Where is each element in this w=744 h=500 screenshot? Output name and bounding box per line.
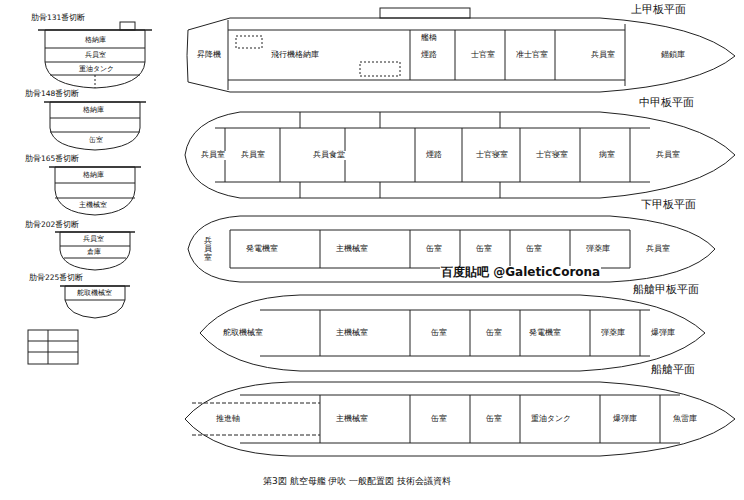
- room-label: 缶室: [430, 415, 448, 424]
- room-label: 舵取機械室: [222, 329, 264, 338]
- room-label: 兵員室: [84, 51, 107, 59]
- section-title: 肋骨202番切断: [24, 221, 80, 230]
- room-label: 倉庫: [86, 248, 102, 256]
- room-label: 飛行機格納庫: [270, 51, 320, 60]
- room-label: 兵員室: [240, 151, 266, 160]
- room-label: 士官寝室: [475, 151, 509, 160]
- room-label: 格納庫: [82, 171, 105, 179]
- room-label: 弾薬庫: [585, 245, 611, 254]
- view-title: 下甲板平面: [640, 199, 697, 212]
- room-label: 煙路: [425, 151, 443, 160]
- room-label: 兵員室: [645, 245, 671, 254]
- view-title: 船艙平面: [650, 364, 696, 377]
- room-label: 病室: [598, 151, 616, 160]
- room-label: 缶室: [88, 136, 104, 144]
- room-label: 格納庫: [84, 36, 107, 44]
- view-title: 上甲板平面: [630, 4, 687, 17]
- room-label: 士官寝室: [535, 151, 569, 160]
- figure-caption: 第3図 航空母艦 伊吹 一般配置図 技術会議資料: [262, 476, 452, 486]
- room-label: 士官室: [470, 51, 496, 60]
- room-label: 主機械室: [335, 245, 369, 254]
- watermark: 百度貼吧 @GaleticCorona: [440, 266, 601, 280]
- middle-deck-plan: [185, 112, 735, 198]
- room-label: 推進軸: [215, 415, 241, 424]
- room-label: 缶室: [430, 329, 448, 338]
- room-label: 格納庫: [82, 106, 105, 114]
- hold-plan: [185, 382, 735, 456]
- room-label: 兵員室: [204, 236, 212, 263]
- room-label: 缶室: [525, 245, 543, 254]
- room-label: 主機械室: [335, 329, 369, 338]
- room-label: 煙路: [420, 51, 438, 60]
- room-label: 缶室: [425, 245, 443, 254]
- room-label: 兵員室: [655, 151, 681, 160]
- section-title: 肋骨131番切断: [30, 14, 86, 23]
- room-label: 重油タンク: [78, 65, 115, 73]
- section-title: 肋骨148番切断: [24, 90, 80, 99]
- section-title: 肋骨225番切断: [28, 274, 84, 283]
- room-label: 錨鎖庫: [660, 51, 686, 60]
- room-label: 発電機室: [245, 245, 279, 254]
- room-label: 爆弾庫: [612, 415, 638, 424]
- section-title: 肋骨165番切断: [24, 155, 80, 164]
- room-label: 缶室: [475, 245, 493, 254]
- room-label: 兵員食堂: [312, 151, 346, 160]
- hold-deck-plan: [200, 295, 705, 371]
- room-label: 発電機室: [528, 329, 562, 338]
- room-label: 艦橋: [420, 34, 438, 43]
- view-title: 中甲板平面: [638, 97, 695, 110]
- cross-sections: [28, 22, 152, 364]
- upper-deck-plan: [187, 8, 735, 92]
- room-label: 缶室: [485, 415, 503, 424]
- room-label: 重油タンク: [530, 415, 572, 424]
- room-label: 兵員室: [200, 151, 226, 160]
- room-label: 昇降機: [196, 51, 222, 60]
- room-label: 主機械室: [335, 415, 369, 424]
- room-label: 主機械室: [78, 201, 108, 209]
- lower-deck-plan: [188, 216, 715, 282]
- room-label: 舵取機械室: [76, 289, 113, 297]
- view-title: 船艙甲板平面: [632, 283, 700, 295]
- room-label: 弾薬庫: [600, 329, 626, 338]
- room-label: 爆弾庫: [650, 329, 676, 338]
- room-label: 准士官室: [515, 51, 549, 60]
- room-label: 魚雷庫: [672, 415, 698, 424]
- room-label: 兵員室: [82, 235, 105, 243]
- room-label: 兵員室: [590, 51, 616, 60]
- room-label: 缶室: [485, 329, 503, 338]
